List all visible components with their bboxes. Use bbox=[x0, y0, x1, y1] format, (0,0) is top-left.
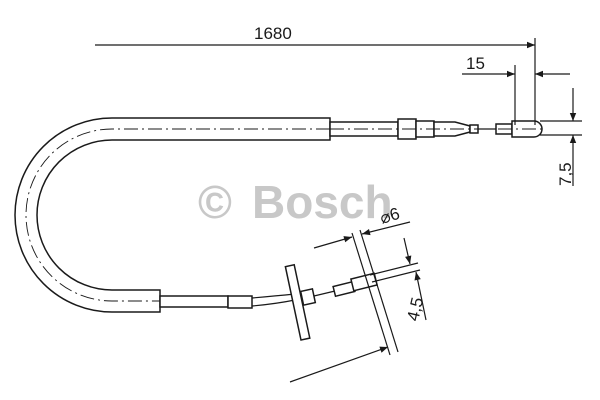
dimension-overall-length: 1680 bbox=[95, 24, 536, 125]
bosch-watermark: © Bosch bbox=[198, 176, 393, 228]
upper-cable-end bbox=[329, 118, 545, 140]
dimension-15-label: 15 bbox=[466, 54, 485, 73]
dimension-1680-label: 1680 bbox=[254, 24, 292, 43]
cable-sheath bbox=[14, 117, 331, 313]
dimension-lower-offset: 4,5 bbox=[369, 237, 427, 323]
brand-name: Bosch bbox=[252, 176, 393, 228]
dimension-4-5-label: 4,5 bbox=[403, 296, 427, 323]
dimension-diameter-label: ⌀6 bbox=[378, 204, 402, 228]
dimension-diameter: ⌀6 bbox=[289, 204, 411, 383]
dimension-end-length: 15 bbox=[462, 54, 570, 125]
dimension-end-offset: 7,5 bbox=[540, 88, 582, 186]
dimension-7-5-label: 7,5 bbox=[556, 162, 575, 186]
copyright-symbol: © bbox=[198, 176, 232, 228]
lower-cable-end bbox=[159, 263, 379, 341]
